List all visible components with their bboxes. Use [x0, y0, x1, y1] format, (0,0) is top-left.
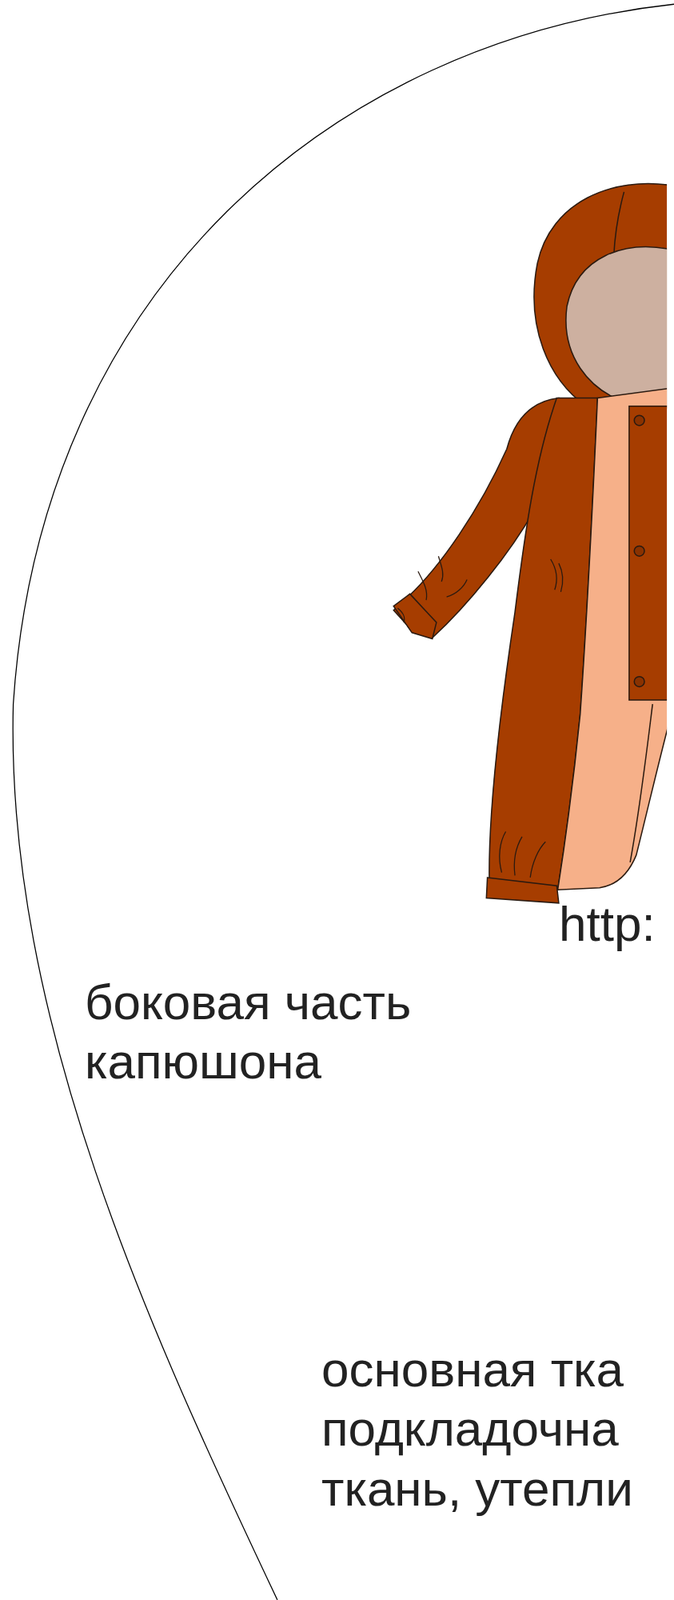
fabric-note: основная тка подкладочна ткань, утепли	[321, 1339, 674, 1518]
placket	[629, 406, 667, 700]
url-text: http:	[558, 893, 671, 954]
button	[634, 676, 645, 687]
face-opening	[566, 247, 667, 407]
front-panel	[558, 387, 667, 890]
hood-seam	[614, 191, 625, 256]
hood-side-outline	[12, 3, 674, 1600]
button	[634, 414, 645, 426]
sleeve-cuff	[393, 593, 437, 639]
part-name: боковая часть капюшона	[84, 972, 501, 1092]
button	[634, 545, 645, 556]
jumpsuit-illustration	[393, 183, 667, 903]
hood	[534, 183, 667, 409]
gather-strokes	[397, 555, 563, 878]
leg-cuff	[486, 877, 559, 903]
leg-seam	[630, 703, 653, 862]
